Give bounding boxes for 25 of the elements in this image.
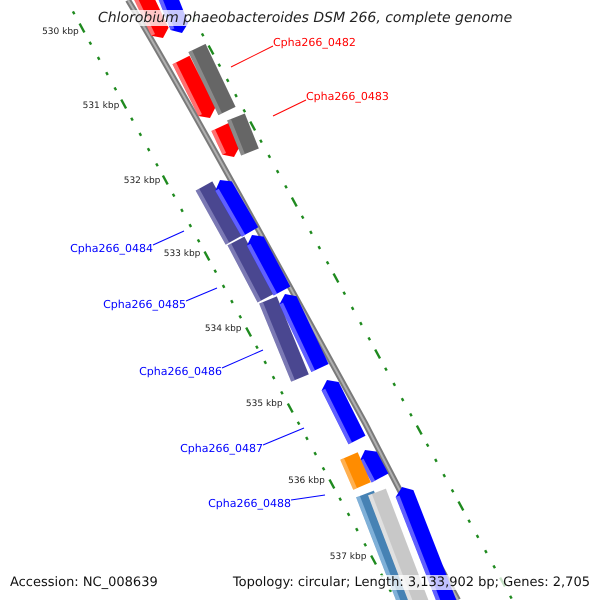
accession-text: Accession: NC_008639: [8, 575, 160, 590]
leader-line: [152, 230, 184, 246]
gene-label: Cpha266_0485: [103, 299, 186, 310]
title: Chlorobium phaeobacteroides DSM 266, complete genome: [96, 10, 514, 26]
scale-label: 532 kbp: [124, 177, 160, 186]
leader-line: [186, 288, 218, 302]
topology-text: Topology: circular; Length: 3,133,902 bp; Genes: 2,705: [230, 575, 592, 590]
gene-label: Cpha266_0484: [70, 243, 153, 254]
scale-label: 533 kbp: [164, 250, 200, 259]
gene-label: Cpha266_0488: [208, 498, 291, 509]
leader-line: [222, 350, 264, 368]
leader-line: [230, 46, 274, 68]
leader-line: [290, 494, 326, 500]
gene-label: Cpha266_0482: [273, 37, 356, 48]
scale-label: 531 kbp: [82, 102, 120, 111]
scale-label: 534 kbp: [204, 325, 242, 334]
leader-line: [272, 100, 306, 116]
scale-label: 536 kbp: [288, 477, 325, 486]
scale-label: 535 kbp: [246, 400, 283, 409]
gene-label: Cpha266_0486: [139, 366, 222, 377]
gene-label: Cpha266_0487: [180, 443, 263, 454]
leader-line: [262, 428, 304, 446]
scale-label: 530 kbp: [42, 28, 79, 37]
scale-label: 537 kbp: [330, 553, 366, 562]
gene-label: Cpha266_0483: [306, 91, 389, 102]
